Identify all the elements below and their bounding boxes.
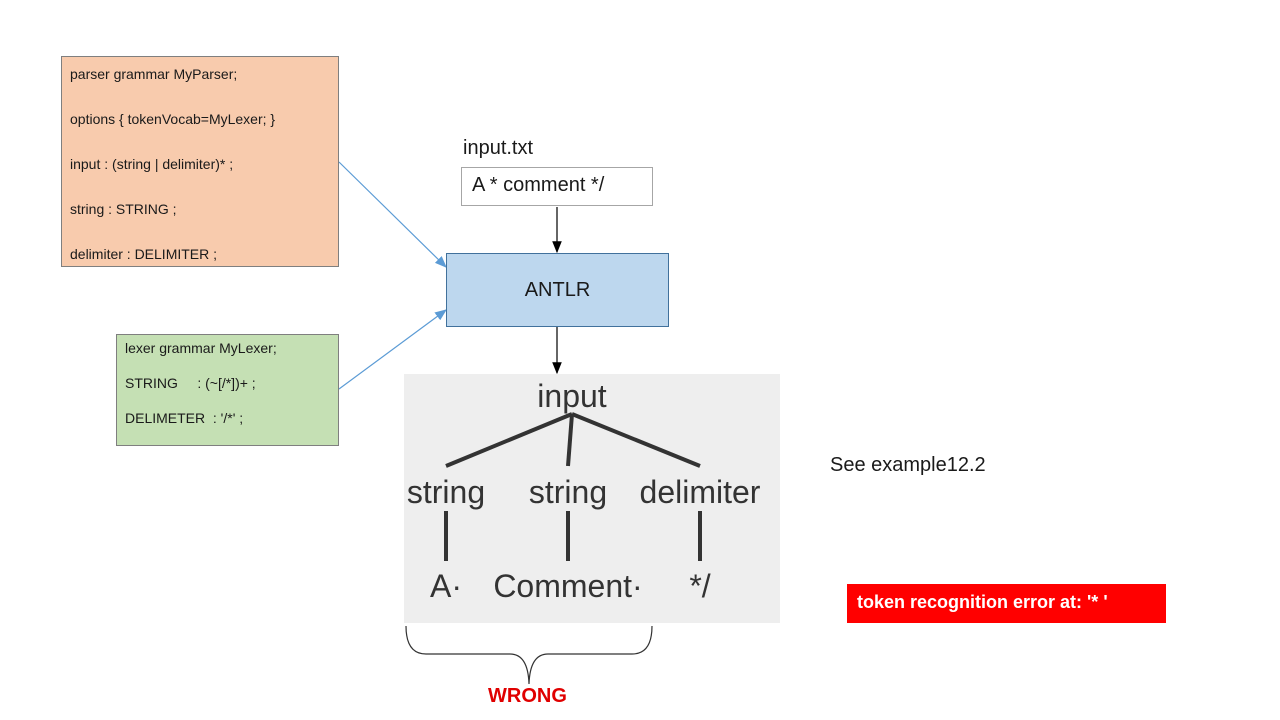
lexer-to-antlr-arrow bbox=[338, 309, 447, 390]
example-note: See example12.2 bbox=[830, 454, 986, 476]
parser-grammar-box: parser grammar MyParser; options { token… bbox=[61, 56, 339, 267]
tree-token-node: Comment· bbox=[493, 568, 643, 604]
tree-edge bbox=[571, 412, 701, 468]
tree-root-node: input bbox=[537, 378, 607, 414]
parse-tree-edges bbox=[444, 412, 702, 561]
tree-edge bbox=[566, 413, 574, 467]
tree-rule-node: delimiter bbox=[639, 474, 761, 510]
error-message-box: token recognition error at: '* ' bbox=[847, 584, 1166, 623]
wrong-label: WRONG bbox=[488, 685, 567, 707]
tree-token-node: */ bbox=[689, 568, 711, 604]
antlr-label: ANTLR bbox=[524, 278, 591, 301]
error-message-text: token recognition error at: '* ' bbox=[857, 592, 1108, 612]
parser-grammar-line: options { tokenVocab=MyLexer; } bbox=[70, 111, 276, 127]
tree-rule-node: string bbox=[528, 474, 608, 510]
parser-grammar-line: input : (string | delimiter)* ; bbox=[70, 156, 234, 172]
parser-grammar-line: parser grammar MyParser; bbox=[70, 66, 238, 82]
parser-grammar-line: delimiter : DELIMITER ; bbox=[70, 246, 218, 262]
parse-tree-panel: input string string delimiter A· Comment… bbox=[404, 374, 780, 623]
lexer-grammar-line: lexer grammar MyLexer; bbox=[125, 340, 277, 356]
parser-grammar-line: string : STRING ; bbox=[70, 201, 177, 217]
lexer-grammar-line: STRING : (~[/*])+ ; bbox=[125, 375, 256, 391]
input-file-content: A * comment */ bbox=[461, 167, 653, 206]
parser-to-antlr-arrow bbox=[338, 161, 447, 268]
tree-edge bbox=[445, 412, 573, 468]
antlr-box: ANTLR bbox=[446, 253, 669, 327]
input-file-label: input.txt bbox=[463, 137, 534, 159]
lexer-grammar-box: lexer grammar MyLexer; STRING : (~[/*])+… bbox=[116, 334, 339, 446]
tree-rule-node: string bbox=[406, 474, 486, 510]
tree-token-node: A· bbox=[430, 568, 462, 604]
lexer-grammar-line: DELIMETER : '/*' ; bbox=[125, 410, 244, 426]
